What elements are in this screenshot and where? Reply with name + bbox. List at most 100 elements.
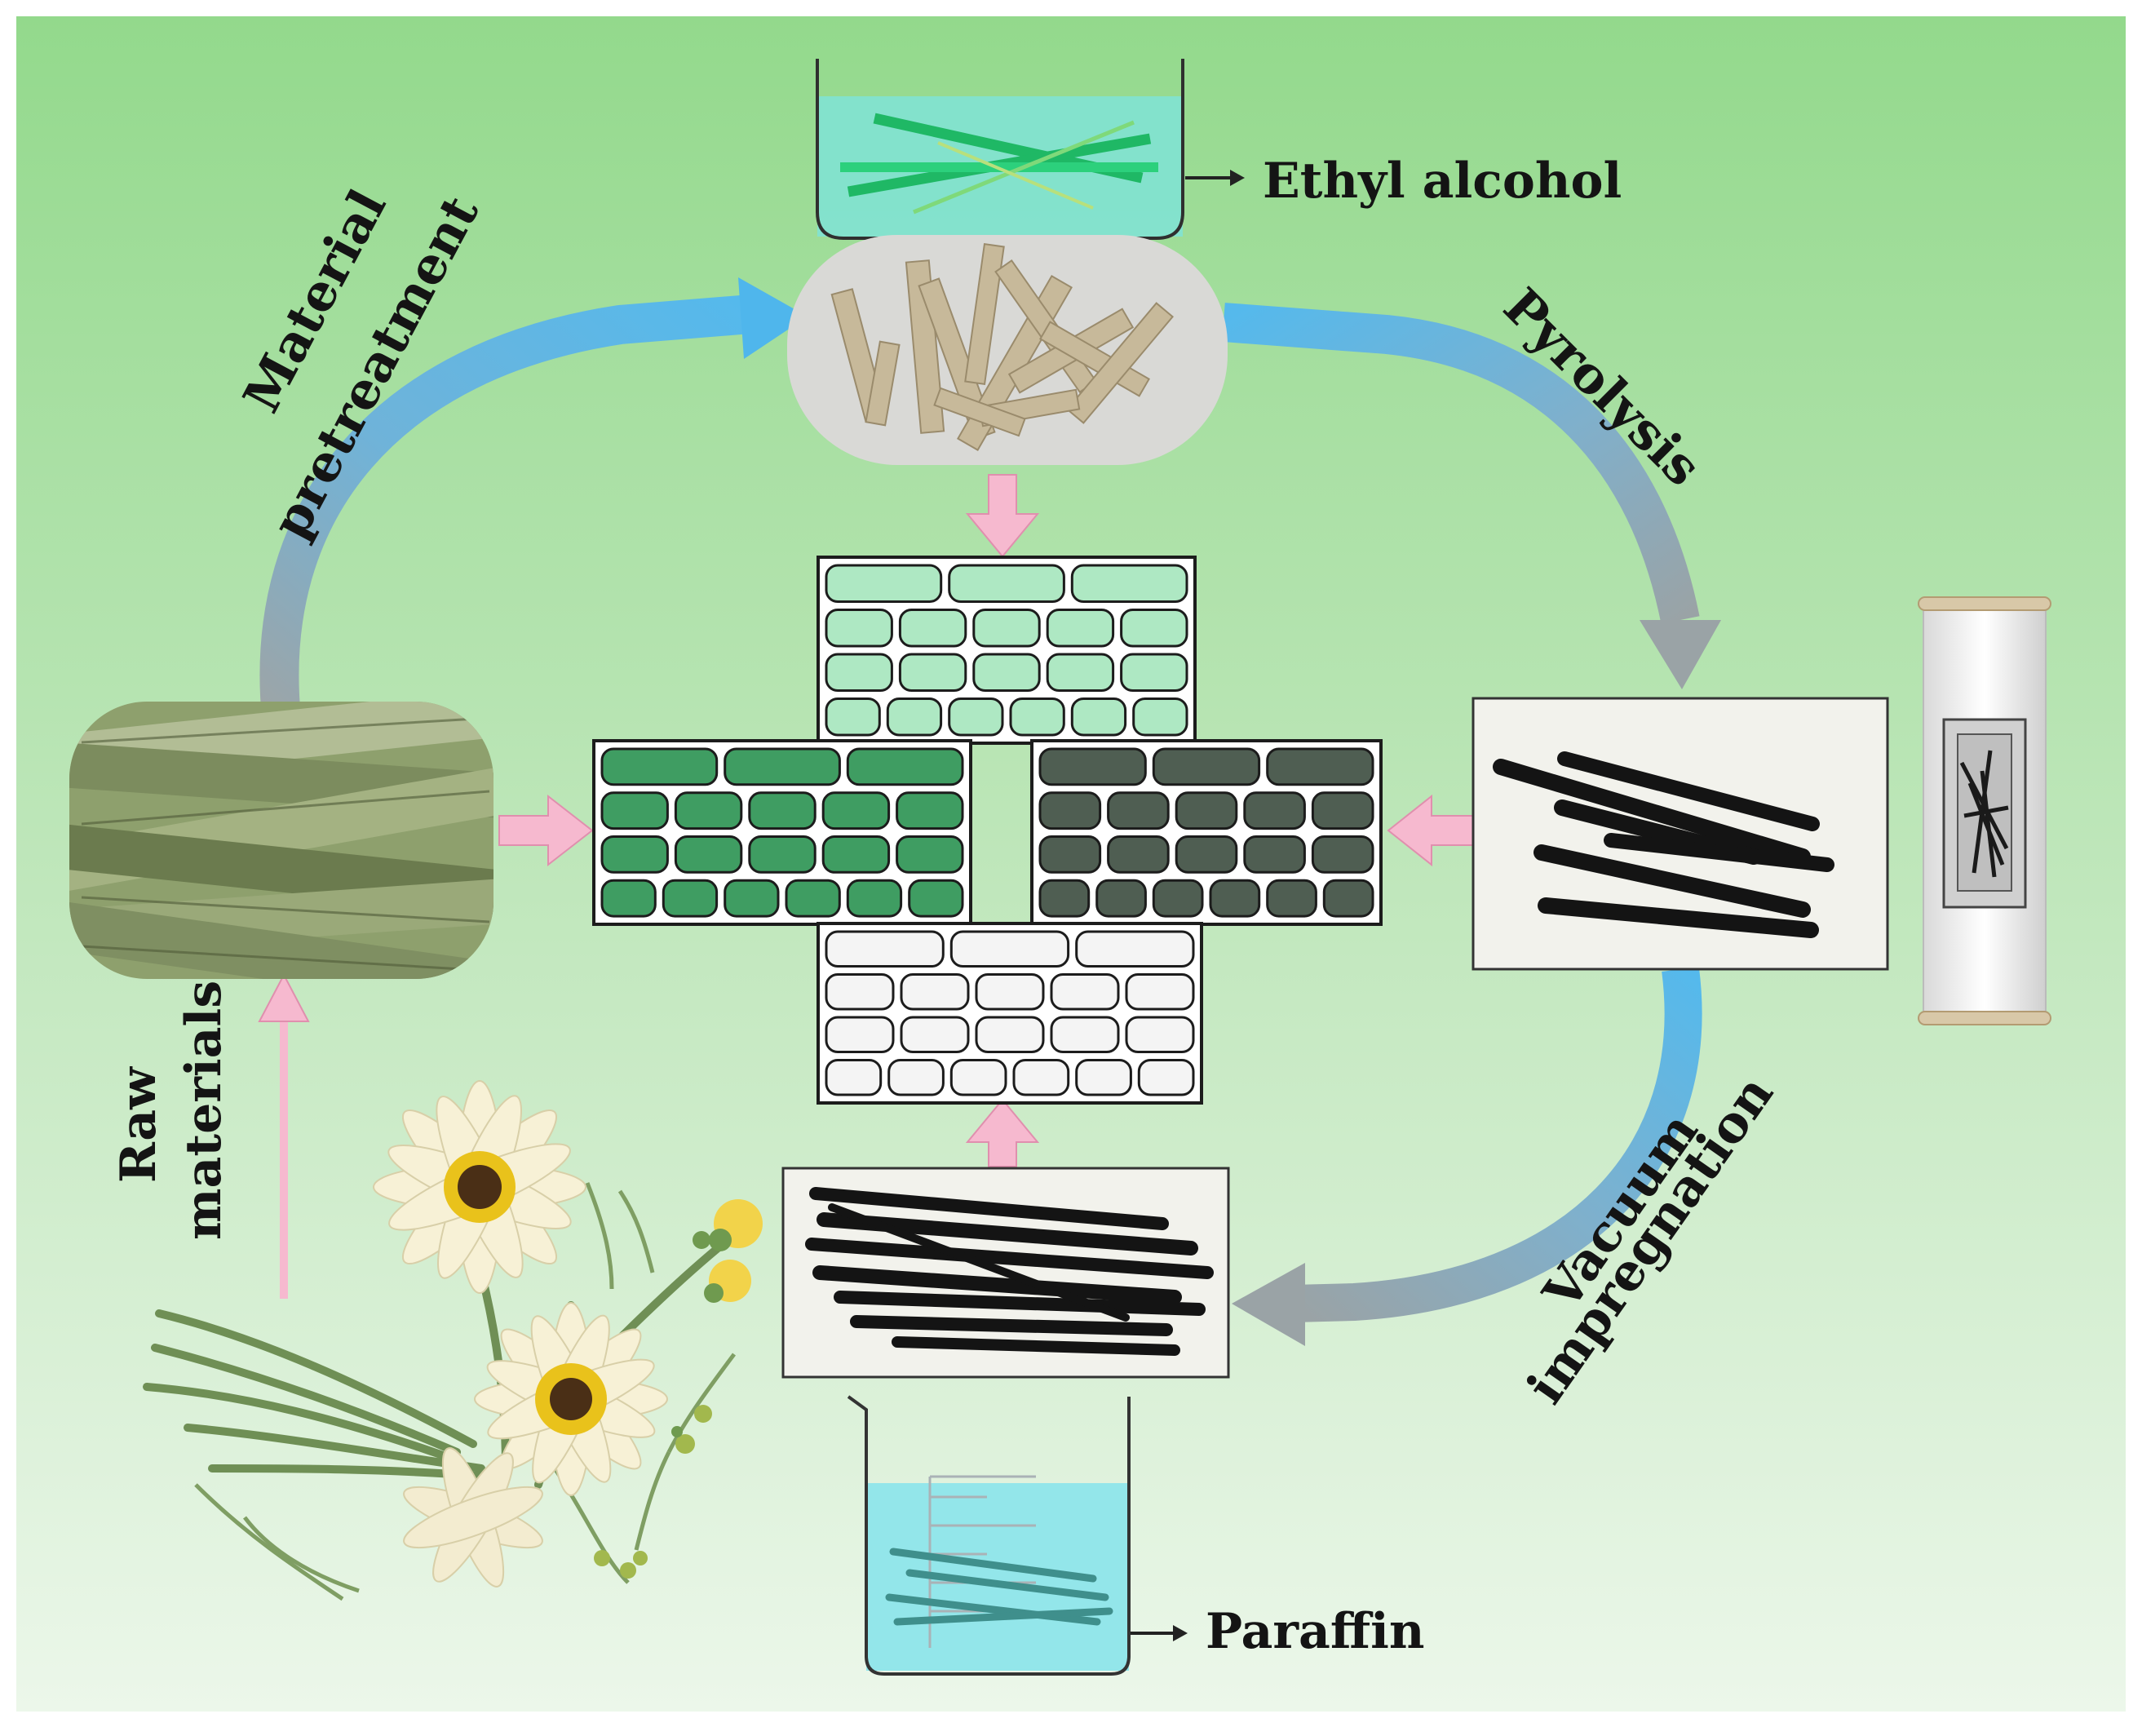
cell	[1243, 791, 1306, 830]
cell	[1046, 653, 1115, 692]
cell	[846, 747, 964, 786]
vacuum-impregnation-arrow	[1232, 967, 1702, 1346]
cell	[846, 879, 903, 918]
cell	[674, 835, 743, 874]
pretreated-sticks-image	[787, 235, 1228, 465]
pyrolysis-arrow	[1222, 303, 1721, 689]
cell	[724, 747, 841, 786]
cell	[1075, 930, 1195, 968]
cell	[1046, 609, 1115, 648]
cell	[1266, 879, 1317, 918]
pink-arrow-left-right	[1387, 794, 1477, 867]
cell	[1137, 1059, 1195, 1096]
cell	[1152, 747, 1261, 786]
cell	[1175, 835, 1238, 874]
cell	[1209, 879, 1261, 918]
cell	[1050, 1016, 1120, 1053]
cell	[1322, 879, 1374, 918]
cell	[972, 609, 1041, 648]
cell	[1243, 835, 1306, 874]
cell	[1070, 698, 1127, 737]
cell	[886, 698, 943, 737]
pink-arrow-down-top	[965, 474, 1040, 558]
cell	[748, 835, 817, 874]
cell	[1120, 653, 1188, 692]
cell	[1132, 698, 1188, 737]
cell	[1175, 791, 1238, 830]
impregnated-sticks-image	[781, 1167, 1230, 1379]
cell	[949, 1059, 1007, 1096]
cell	[1125, 973, 1195, 1011]
cell	[1009, 698, 1065, 737]
cell	[975, 973, 1045, 1011]
label-materials: materials	[175, 981, 232, 1240]
cell	[887, 1059, 945, 1096]
cell	[825, 973, 895, 1011]
chrysanthemum-flowers-image	[143, 1080, 763, 1601]
label-raw: Raw	[110, 1066, 167, 1183]
cell	[825, 564, 943, 603]
cell	[1311, 835, 1374, 874]
cell	[825, 609, 893, 648]
cell	[825, 698, 881, 737]
cell	[900, 1016, 970, 1053]
cell	[1050, 973, 1120, 1011]
cell	[1266, 747, 1374, 786]
cell	[825, 930, 945, 968]
cell	[825, 1016, 895, 1053]
cell	[1152, 879, 1204, 918]
cell	[674, 791, 743, 830]
cell	[1012, 1059, 1070, 1096]
carbonized-sticks-image	[1472, 697, 1889, 971]
pink-arrow-up-bottom	[965, 1098, 1040, 1167]
cell	[1125, 1016, 1195, 1053]
cells-white	[825, 930, 1195, 1096]
cell	[600, 879, 657, 918]
cell	[662, 879, 719, 918]
pink-arrow-right-left	[498, 794, 594, 867]
cell	[600, 791, 669, 830]
raw-stems-image	[69, 702, 493, 979]
cell	[972, 653, 1041, 692]
cell	[1070, 564, 1188, 603]
cells-light-green	[825, 564, 1188, 737]
label-ethyl-alcohol: Ethyl alcohol	[1263, 153, 1622, 210]
cell	[600, 835, 669, 874]
cell	[748, 791, 817, 830]
cell	[1038, 791, 1102, 830]
cell	[949, 930, 1070, 968]
cell	[975, 1016, 1045, 1053]
cell	[821, 835, 891, 874]
cell	[600, 747, 719, 786]
cell-structure-icon	[592, 556, 1383, 1105]
cell	[1120, 609, 1188, 648]
cell	[1311, 791, 1374, 830]
cell	[724, 879, 780, 918]
cells-green	[600, 747, 964, 918]
cell	[896, 835, 964, 874]
cell	[1107, 835, 1170, 874]
tube-furnace-icon	[1918, 596, 2051, 1025]
cell	[1038, 879, 1091, 918]
cell	[898, 609, 967, 648]
pink-arrows	[258, 474, 1477, 1299]
cell	[1107, 791, 1170, 830]
cell	[900, 973, 970, 1011]
cell	[898, 653, 967, 692]
beaker-ethanol-icon	[816, 59, 1245, 240]
cell	[908, 879, 964, 918]
beaker-paraffin-icon	[847, 1395, 1188, 1676]
cell	[948, 698, 1004, 737]
cells-dark	[1038, 747, 1374, 918]
label-paraffin: Paraffin	[1206, 1603, 1425, 1660]
cell	[1038, 835, 1102, 874]
cell	[948, 564, 1065, 603]
cell	[785, 879, 841, 918]
cell	[821, 791, 891, 830]
cell	[1038, 747, 1147, 786]
cell	[896, 791, 964, 830]
material-pretreatment-arrow	[259, 277, 808, 720]
cell	[825, 1059, 883, 1096]
cell	[1095, 879, 1147, 918]
